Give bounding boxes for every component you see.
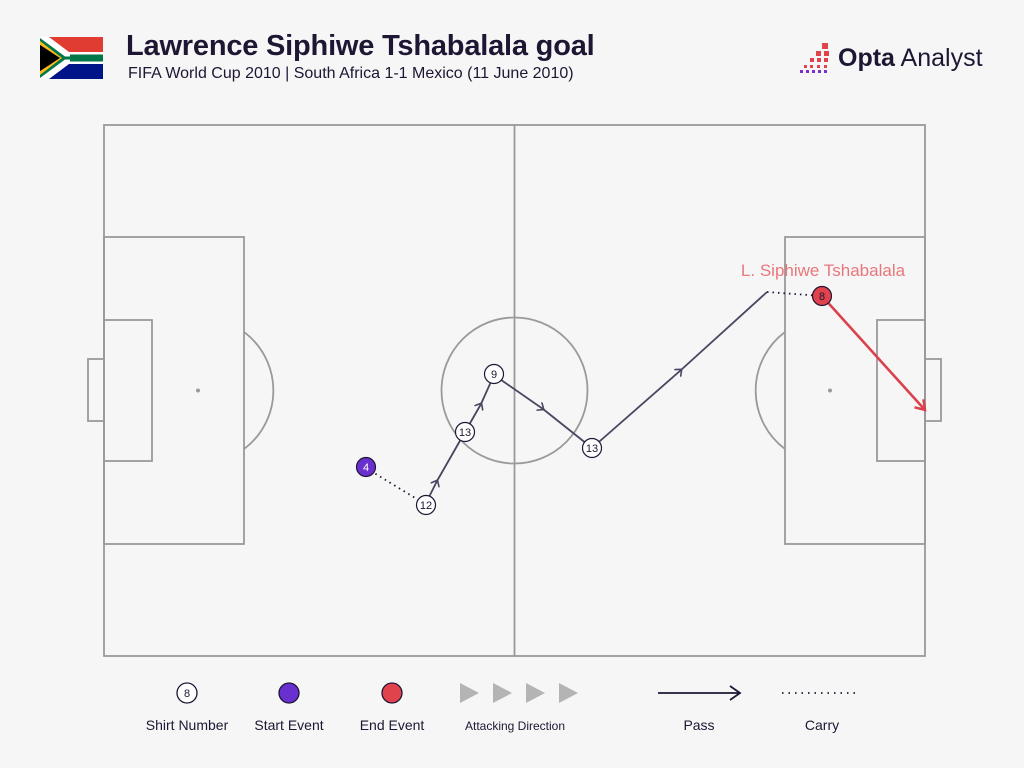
legend-start-event-label: Start Event bbox=[254, 717, 324, 733]
player-marker: 13 bbox=[581, 437, 603, 459]
carry-end bbox=[766, 291, 823, 297]
left-six-yard-box bbox=[103, 319, 153, 462]
pitch-markings bbox=[87, 124, 942, 657]
player-number: 8 bbox=[819, 291, 825, 303]
right-penalty-area bbox=[784, 236, 926, 545]
legend-attacking-direction-label: Attacking Direction bbox=[464, 719, 566, 733]
centre-circle bbox=[440, 316, 589, 465]
south-africa-flag-icon bbox=[40, 37, 103, 79]
legend-end-event-label: End Event bbox=[359, 717, 425, 733]
player-marker: 13 bbox=[454, 421, 476, 443]
right-goal bbox=[924, 358, 942, 422]
legend-end-event-symbol bbox=[381, 682, 403, 704]
left-goal bbox=[87, 358, 105, 422]
legend-pass-label: Pass bbox=[683, 717, 715, 733]
legend-attacking-direction-symbol bbox=[460, 683, 578, 703]
opta-analyst-logo: Opta Analyst bbox=[798, 40, 983, 76]
legend-shirt-number-label: Shirt Number bbox=[145, 717, 229, 733]
player-number: 13 bbox=[586, 443, 598, 455]
player-markers: 4 12 13 9 13 8 bbox=[355, 285, 833, 516]
legend-carry-label: Carry bbox=[804, 717, 840, 733]
right-six-yard-box bbox=[876, 319, 926, 462]
right-penalty-spot bbox=[828, 388, 832, 393]
pass-4 bbox=[591, 370, 681, 449]
player-marker: 9 bbox=[483, 363, 505, 385]
pass-3 bbox=[493, 374, 543, 409]
legend-symbols: 8 bbox=[176, 682, 860, 704]
player-marker-start: 4 bbox=[355, 456, 377, 478]
player-number: 4 bbox=[363, 462, 369, 474]
player-marker-end: 8 bbox=[811, 285, 833, 307]
pass-4-tail bbox=[680, 291, 768, 371]
left-penalty-area bbox=[103, 236, 245, 545]
player-number: 9 bbox=[491, 369, 497, 381]
carry-lines bbox=[365, 291, 823, 505]
pass-3-tail bbox=[542, 408, 593, 449]
legend-start-event-symbol bbox=[278, 682, 300, 704]
left-penalty-spot bbox=[196, 388, 200, 393]
player-number: 12 bbox=[420, 500, 432, 512]
legend-pass-symbol bbox=[658, 685, 742, 701]
page-subtitle: FIFA World Cup 2010 | South Africa 1-1 M… bbox=[128, 65, 574, 82]
carry-start bbox=[365, 467, 426, 505]
legend-shirt-number-symbol: 8 bbox=[176, 682, 198, 704]
right-penalty-arc bbox=[754, 331, 786, 450]
pass-lines bbox=[424, 291, 768, 506]
opta-logo-icon bbox=[800, 43, 829, 73]
player-number: 13 bbox=[459, 427, 471, 439]
opta-analyst-wordmark: Opta Analyst bbox=[838, 43, 983, 72]
left-penalty-arc bbox=[243, 331, 275, 450]
scorer-label: L. Siphiwe Tshabalala bbox=[741, 261, 906, 280]
svg-text:8: 8 bbox=[184, 688, 190, 700]
page-title: Lawrence Siphiwe Tshabalala goal bbox=[126, 30, 595, 62]
player-marker: 12 bbox=[415, 494, 437, 516]
shot-line bbox=[821, 295, 925, 410]
